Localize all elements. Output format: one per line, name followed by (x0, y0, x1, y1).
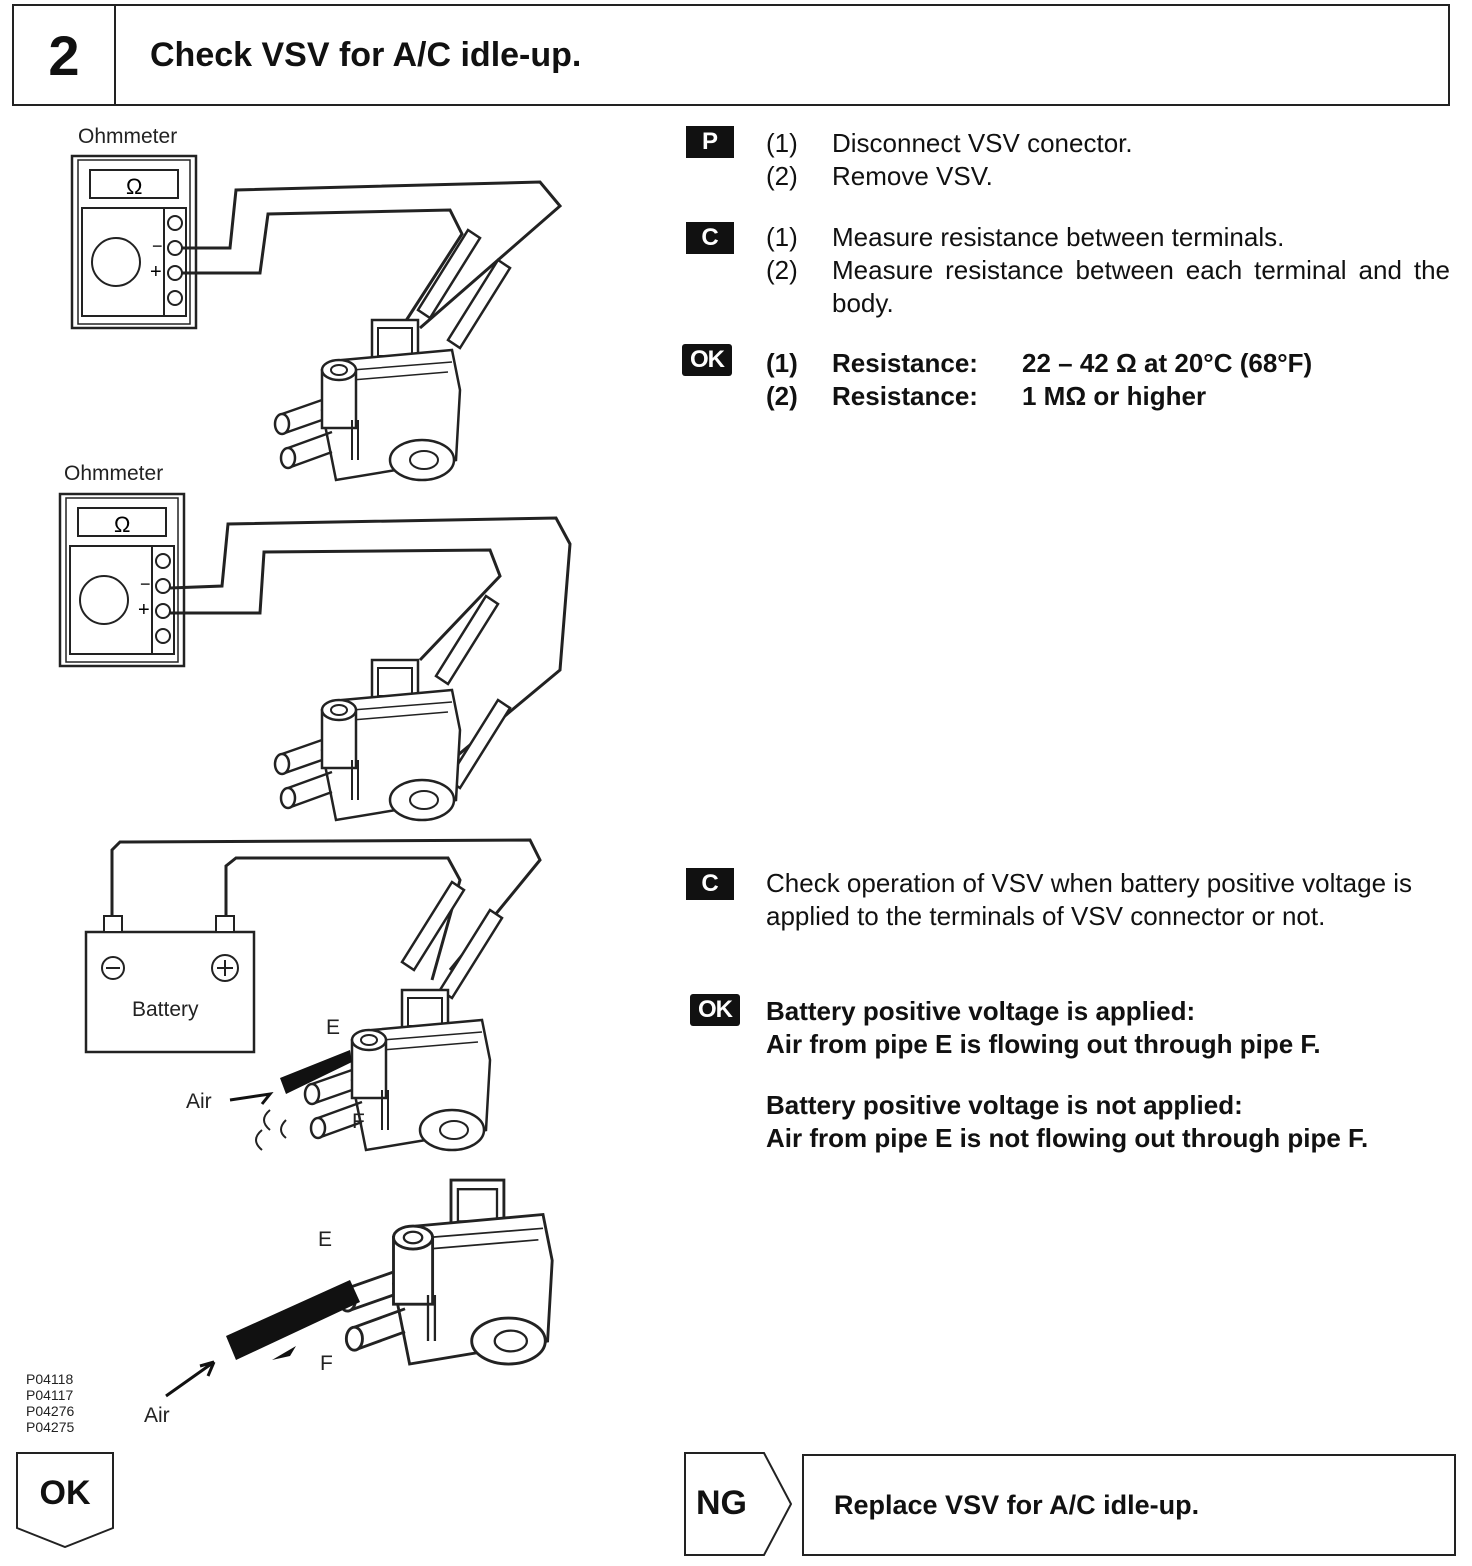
vsv-4 (338, 1178, 554, 1366)
plus-sign-1: + (150, 261, 162, 283)
part-code: P04118 (26, 1371, 73, 1387)
airflow-blocked-icon (226, 1280, 360, 1360)
step-index: (2) (766, 255, 798, 285)
pipe-e-label-2: E (318, 1228, 332, 1251)
prep-steps: (1) Disconnect VSV conector. (2) Remove … (766, 127, 1456, 193)
battery-label: Battery (132, 998, 199, 1021)
check-steps: (1) Measure resistance between terminals… (766, 221, 1450, 320)
vsv-2 (273, 658, 462, 822)
ng-action-box: Replace VSV for A/C idle-up. (802, 1454, 1456, 1556)
prep-badge: P (686, 126, 734, 158)
air-puff-icon (255, 1109, 287, 1151)
ng-action-text: Replace VSV for A/C idle-up. (834, 1490, 1200, 1520)
page-title: Check VSV for A/C idle-up. (150, 36, 582, 74)
step-header: 2 Check VSV for A/C idle-up. (12, 4, 1450, 106)
check-step: (1) Measure resistance between terminals… (766, 221, 1450, 254)
step-index: (2) (766, 161, 798, 191)
ok-results: (1) Resistance: 22 – 42 Ω at 20°C (68°F)… (766, 347, 1456, 413)
pipe-f-label-2: F (320, 1352, 333, 1375)
result-label: Resistance: (832, 348, 978, 378)
ok-badge-2: OK (690, 994, 740, 1026)
ohm-symbol-2: Ω (114, 512, 130, 537)
result-value: 22 – 42 Ω at 20°C (68°F) (1022, 348, 1313, 378)
prep-step: (2) Remove VSV. (766, 160, 1456, 193)
step-text: Measure resistance between each terminal… (832, 255, 1450, 318)
part-code: P04117 (26, 1387, 73, 1403)
step-index: (1) (766, 222, 798, 252)
vsv-illustration: Ohmmeter Ω − + Ohmmeter Ω − + Battery E … (26, 125, 572, 1435)
battery (84, 930, 256, 1054)
ohmmeter-label-2: Ohmmeter (64, 462, 163, 485)
check-step: (2) Measure resistance between each term… (766, 254, 1450, 320)
voltage-applied-title: Battery positive voltage is applied: (766, 996, 1196, 1026)
ok-result-box: OK (16, 1452, 114, 1548)
plus-sign-2: + (138, 599, 150, 621)
ok-result: (2) Resistance: 1 MΩ or higher (766, 380, 1456, 413)
air-label-1: Air (186, 1090, 212, 1113)
voltage-not-applied-title: Battery positive voltage is not applied: (766, 1090, 1243, 1120)
result-value: 1 MΩ or higher (1022, 381, 1207, 411)
step-index: (2) (766, 381, 798, 411)
minus-sign-1: − (152, 236, 163, 256)
voltage-not-applied-result: Air from pipe E is not flowing out throu… (766, 1123, 1369, 1153)
ohmmeter-1: Ω − + (70, 154, 198, 330)
result-label: Resistance: (832, 381, 978, 411)
check-badge-2: C (686, 868, 734, 900)
air-arrow-icon-1 (229, 1091, 274, 1105)
ohmmeter-label-1: Ohmmeter (78, 125, 177, 148)
minus-sign-2: − (140, 574, 151, 594)
step-text: Disconnect VSV conector. (832, 128, 1133, 158)
ok-result: (1) Resistance: 22 – 42 Ω at 20°C (68°F) (766, 347, 1456, 380)
pipe-e-label-1: E (326, 1016, 340, 1039)
ohm-symbol-1: Ω (126, 174, 142, 199)
ng-label: NG (696, 1484, 747, 1522)
check-badge-1: C (686, 222, 734, 254)
step-text: Measure resistance between terminals. (832, 222, 1285, 252)
step-index: (1) (766, 348, 798, 378)
prep-step: (1) Disconnect VSV conector. (766, 127, 1456, 160)
vsv-1 (273, 318, 462, 482)
air-arrow-icon-2 (165, 1360, 216, 1398)
step-text: Remove VSV. (832, 161, 993, 191)
step-index: (1) (766, 128, 798, 158)
ng-result-box: NG (684, 1452, 792, 1556)
step-number: 2 (14, 6, 116, 104)
pipe-f-label-1: F (352, 1110, 365, 1133)
part-code: P04275 (26, 1419, 74, 1435)
air-label-2: Air (144, 1404, 170, 1427)
ok-label: OK (39, 1474, 91, 1512)
voltage-applied-block: Battery positive voltage is applied: Air… (766, 995, 1456, 1155)
operation-check-text: Check operation of VSV when battery posi… (766, 868, 1413, 931)
airflow-jet-icon (280, 1050, 352, 1094)
voltage-applied-result: Air from pipe E is flowing out through p… (766, 1029, 1321, 1059)
ok-badge-1: OK (682, 344, 732, 376)
ohmmeter-2: Ω − + (58, 492, 186, 668)
part-code: P04276 (26, 1403, 74, 1419)
